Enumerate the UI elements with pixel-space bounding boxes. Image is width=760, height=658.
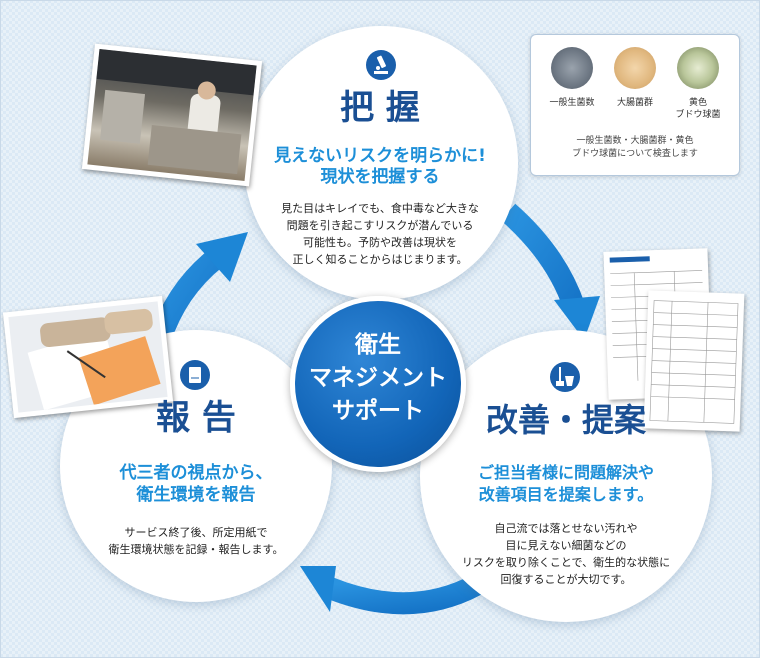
- report-body: サービス終了後、所定用紙で 衛生環境状態を記録・報告します。: [80, 524, 312, 558]
- bacteria-label-coliform: 大腸菌群: [616, 98, 653, 108]
- report-body-line: サービス終了後、所定用紙で: [124, 526, 268, 539]
- report-subtitle-line: 衛生環境を報告: [136, 485, 256, 505]
- grasp-body-line: 見た目はキレイでも、食中毒など大きな: [281, 202, 479, 215]
- grasp-subtitle: 見えないリスクを明らかに! 現状を把握する: [248, 146, 512, 188]
- improve-subtitle-line: ご担当者様に問題解決や: [477, 463, 654, 482]
- improve-body-line: 目に見えない細菌などの: [505, 539, 627, 552]
- arrow-improve-to-report: [325, 575, 482, 615]
- report-body-line: 衛生環境状態を記録・報告します。: [108, 543, 284, 556]
- improve-body-line: 回復することが大切です。: [500, 573, 632, 586]
- improve-body-line: 自己流では落とせない汚れや: [494, 522, 638, 535]
- report-subtitle: 代三者の視点から、 衛生環境を報告: [74, 462, 318, 506]
- general-bacteria-dish: [551, 47, 593, 89]
- center-label: 衛生 マネジメント サポート: [295, 329, 461, 428]
- bacteria-label-general: 一般生菌数: [549, 98, 595, 108]
- kitchen-photo: [81, 43, 263, 187]
- arrow-report-to-grasp: [149, 249, 224, 344]
- microscope-icon: [366, 50, 396, 80]
- report-title: 報 告: [156, 398, 236, 438]
- center-line: マネジメント: [309, 365, 447, 391]
- grasp-subtitle-line: 見えないリスクを明らかに!: [274, 146, 486, 166]
- improve-body: 自己流では落とせない汚れや 目に見えない細菌などの リスクを取り除くことで、衛生…: [434, 520, 698, 588]
- center-hub: 衛生 マネジメント サポート: [290, 296, 466, 472]
- center-line: サポート: [332, 398, 424, 424]
- arrow-head-report: [300, 566, 336, 612]
- paperwork-photo: [2, 295, 174, 419]
- report-subtitle-line: 代三者の視点から、: [119, 463, 273, 483]
- grasp-title: 把 握: [340, 88, 420, 128]
- grasp-body-line: 問題を引き起こすリスクが潜んでいる: [286, 219, 474, 232]
- coliform-dish: [614, 47, 656, 89]
- grasp-body-line: 可能性も。予防や改善は現状を: [303, 236, 457, 249]
- arrow-grasp-to-improve: [500, 203, 585, 310]
- bacteria-note: 一般生菌数・大腸菌群・黄色 ブドウ球菌について検査します: [531, 135, 739, 161]
- improve-title: 改善・提案: [485, 401, 646, 439]
- grasp-body-line: 正しく知ることからはじまります。: [292, 253, 468, 266]
- report-form-front: [643, 290, 745, 432]
- bacteria-note-line: ブドウ球菌について検査します: [572, 149, 698, 159]
- staphylococcus-dish: [677, 47, 719, 89]
- bacteria-label-staph: 黄色 ブドウ球菌: [675, 98, 721, 120]
- arrow-head-improve: [554, 296, 600, 340]
- improve-body-line: リスクを取り除くことで、衛生的な状態に: [461, 556, 671, 569]
- center-line: 衛生: [355, 332, 401, 358]
- bacteria-test-panel: 一般生菌数 大腸菌群 黄色 ブドウ球菌 一般生菌数・大腸菌群・黄色 ブドウ球菌に…: [530, 34, 740, 176]
- bacteria-note-line: 一般生菌数・大腸菌群・黄色: [576, 136, 694, 146]
- arrow-head-grasp: [196, 232, 248, 282]
- grasp-subtitle-line: 現状を把握する: [320, 167, 440, 187]
- grasp-body: 見た目はキレイでも、食中毒など大きな 問題を引き起こすリスクが潜んでいる 可能性…: [258, 200, 502, 268]
- improve-subtitle: ご担当者様に問題解決や 改善項目を提案します。: [436, 462, 696, 506]
- report-document-icon: [180, 360, 210, 390]
- cleaning-bucket-icon: [550, 362, 580, 392]
- improve-subtitle-line: 改善項目を提案します。: [478, 485, 654, 504]
